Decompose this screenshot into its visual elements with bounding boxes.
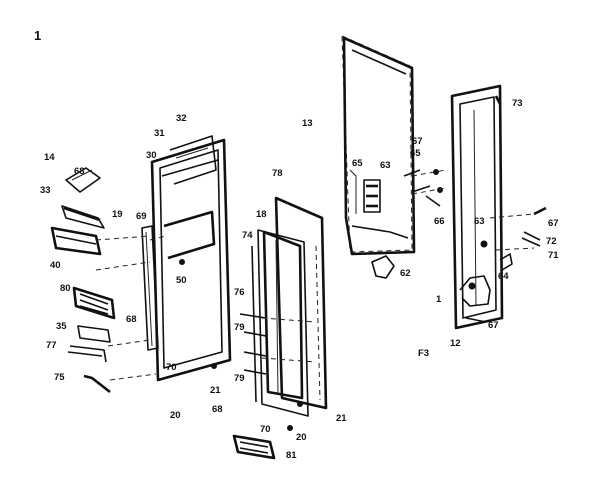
grille-80 [72,286,116,320]
figure-number: 1 [34,28,41,43]
label-78: 78 [272,168,283,179]
label-68: 68 [74,166,85,177]
label-63: 63 [380,160,391,171]
door-liner-13 [341,35,416,256]
label-73: 73 [512,98,523,109]
door-gasket-68 [141,225,159,351]
label-F3: F3 [418,348,429,359]
label-63: 63 [474,216,485,227]
label-68: 68 [212,404,223,415]
label-19: 19 [112,209,123,220]
label-50: 50 [176,275,187,286]
label-13: 13 [302,118,313,129]
door-outer-panel-right [450,84,504,330]
label-31: 31 [154,128,165,139]
label-12: 12 [450,338,461,349]
label-40: 40 [50,260,61,271]
label-30: 30 [146,150,157,161]
label-72: 72 [546,236,557,247]
label-75: 75 [54,372,65,383]
label-80: 80 [60,283,71,294]
part-labels: 32 31 30 14 68 33 19 69 40 50 80 68 35 7… [40,98,559,461]
trim-parts-35-77-75 [67,325,157,394]
door-panel-left [149,135,232,382]
label-65: 65 [410,148,421,159]
label-62: 62 [400,268,411,279]
label-77: 77 [46,340,57,351]
door-shelf-bins [50,167,151,271]
door-panel-middle [239,196,328,431]
label-70: 70 [166,362,177,373]
label-67: 67 [488,320,499,331]
label-64: 64 [498,271,509,282]
label-32: 32 [176,113,187,124]
label-67: 67 [548,218,559,229]
label-81: 81 [286,450,297,461]
label-35: 35 [56,321,67,332]
label-65: 65 [352,158,363,169]
label-74: 74 [242,230,253,241]
label-79: 79 [234,322,245,333]
label-76: 76 [234,287,245,298]
label-20: 20 [170,410,181,421]
label-71: 71 [548,250,559,261]
grille-81 [232,434,276,460]
label-18: 18 [256,209,267,220]
hinge-assembly-65 [363,169,447,279]
label-21: 21 [336,413,347,424]
label-21: 21 [210,385,221,396]
label-1: 1 [436,294,442,305]
label-67: 67 [412,136,423,147]
label-68: 68 [126,314,137,325]
label-20: 20 [296,432,307,443]
label-79: 79 [234,373,245,384]
label-70: 70 [260,424,271,435]
hinge-hardware-67-72-71 [465,95,547,323]
label-33: 33 [40,185,51,196]
label-66: 66 [434,216,445,227]
label-14: 14 [44,152,55,163]
label-69: 69 [136,211,147,222]
